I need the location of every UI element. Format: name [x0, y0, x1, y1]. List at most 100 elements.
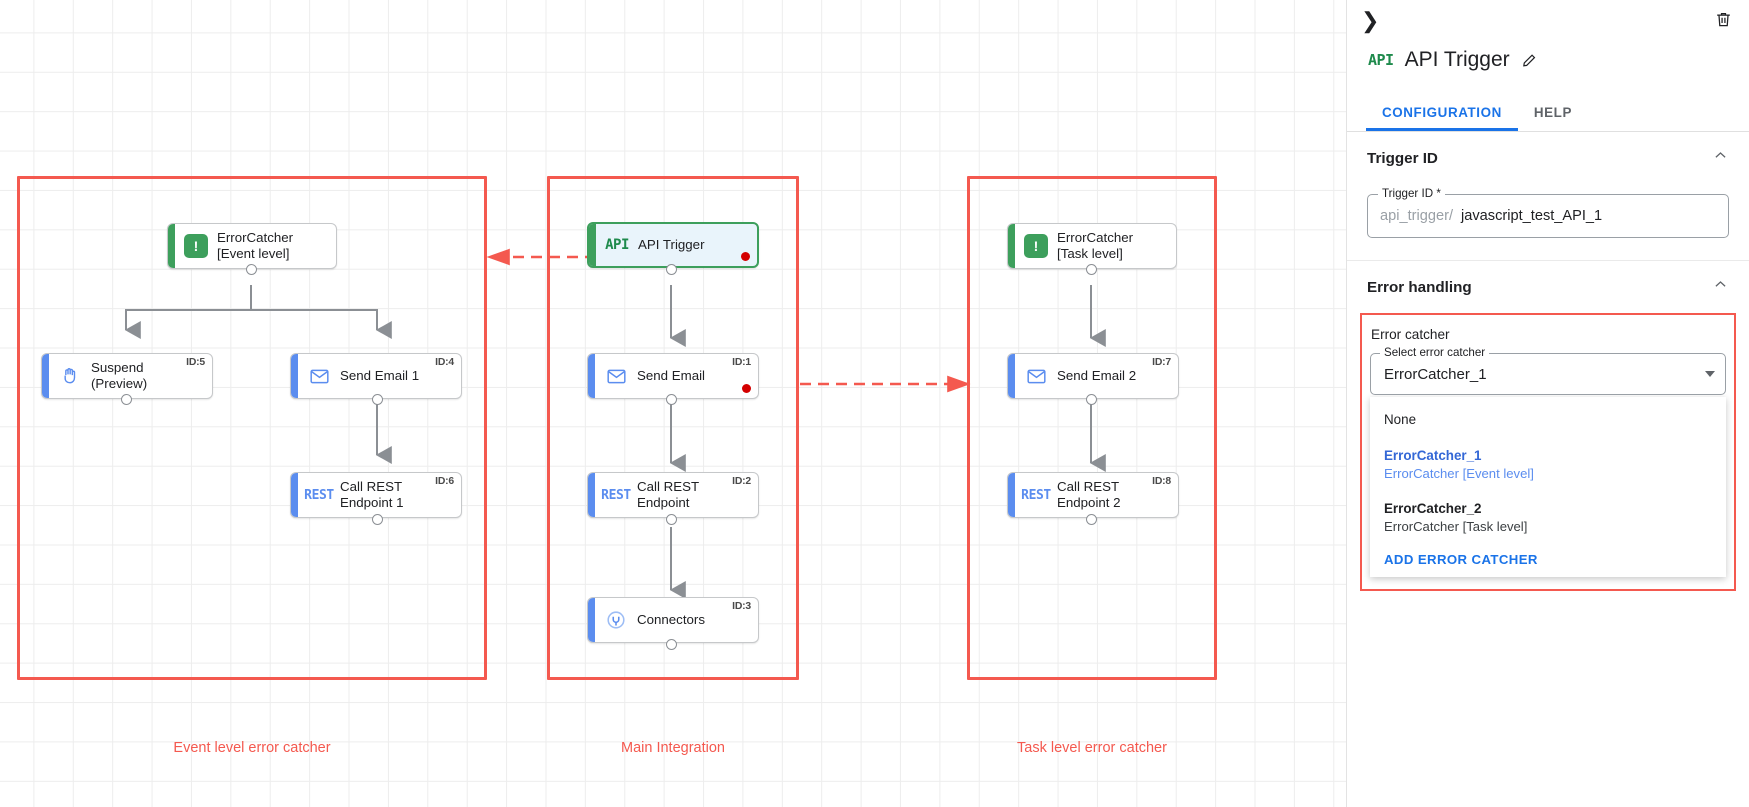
section-error-handling: Error handling Error catcher Select erro… [1347, 261, 1749, 591]
port-out-send-email[interactable] [666, 394, 677, 405]
envelope-icon [298, 354, 340, 398]
node-id-label: ID:5 [186, 357, 205, 368]
node-errorcatcher-task-level[interactable]: ! ErrorCatcher [Task level] [1007, 223, 1177, 269]
chevron-right-icon[interactable]: ❯ [1361, 8, 1380, 33]
chevron-down-icon[interactable] [1705, 371, 1715, 377]
add-error-catcher-button[interactable]: ADD ERROR CATCHER [1384, 551, 1538, 567]
trash-icon[interactable] [1714, 10, 1733, 34]
node-label: Call REST Endpoint 1 [340, 479, 404, 510]
menu-item-primary: ErrorCatcher_1 [1384, 448, 1482, 464]
rest-icon: REST [601, 487, 631, 503]
node-accent [1008, 224, 1015, 268]
trigger-id-prefix: api_trigger/ [1380, 208, 1454, 224]
node-id-label: ID:4 [435, 357, 454, 368]
error-catcher-highlight-box: Error catcher Select error catcher Error… [1360, 313, 1736, 591]
node-accent [291, 473, 298, 517]
port-out-call-rest-2[interactable] [1086, 514, 1097, 525]
rest-icon: REST [1021, 487, 1051, 503]
node-errorcatcher-event-level[interactable]: ! ErrorCatcher [Event level] [167, 223, 337, 269]
menu-item-none[interactable]: None [1370, 405, 1726, 441]
pencil-icon[interactable] [1521, 52, 1538, 69]
section-error-handling-header[interactable]: Error handling [1367, 261, 1729, 313]
port-out-errorcatcher-event[interactable] [246, 264, 257, 275]
port-out-send-email-1[interactable] [372, 394, 383, 405]
details-panel: ❯ API API Trigger CONFIGURATION HELP [1346, 0, 1749, 807]
chevron-up-icon[interactable] [1712, 147, 1729, 169]
tab-configuration[interactable]: CONFIGURATION [1366, 96, 1518, 131]
group-label-event-level: Event level error catcher [173, 740, 331, 756]
page-title: API Trigger [1404, 48, 1510, 71]
node-id-label: ID:2 [732, 476, 751, 487]
api-icon: API [1368, 51, 1394, 69]
node-label: ErrorCatcher [Task level] [1057, 230, 1134, 261]
port-out-connectors[interactable] [666, 639, 677, 650]
node-label: Send Email 2 [1057, 368, 1137, 384]
port-out-api-trigger[interactable] [666, 264, 677, 275]
tab-help[interactable]: HELP [1533, 105, 1572, 120]
menu-item-secondary: ErrorCatcher [Event level] [1384, 466, 1534, 482]
section-title: Trigger ID [1367, 149, 1438, 167]
group-box-event-level[interactable] [17, 176, 487, 680]
node-call-rest-endpoint-1[interactable]: REST Call REST Endpoint 1 ID:6 [290, 472, 462, 518]
connectors-icon [595, 598, 637, 642]
trigger-id-field-label: Trigger ID * [1378, 187, 1445, 200]
section-trigger-id-header[interactable]: Trigger ID [1367, 132, 1729, 184]
node-accent [42, 354, 49, 398]
node-label: Call REST Endpoint 2 [1057, 479, 1121, 510]
port-out-errorcatcher-task[interactable] [1086, 264, 1097, 275]
node-api-trigger[interactable]: API API Trigger [587, 222, 759, 268]
node-accent [588, 473, 595, 517]
group-box-task-level[interactable] [967, 176, 1217, 680]
error-catcher-caption: Error catcher [1371, 327, 1450, 342]
error-catcher-dropdown-menu: None ErrorCatcher_1 ErrorCatcher [Event … [1370, 397, 1726, 577]
select-error-catcher[interactable]: Select error catcher ErrorCatcher_1 [1370, 346, 1726, 395]
menu-item-errorcatcher-1[interactable]: ErrorCatcher_1 ErrorCatcher [Event level… [1370, 441, 1726, 494]
port-out-call-rest[interactable] [666, 514, 677, 525]
node-call-rest-endpoint[interactable]: REST Call REST Endpoint ID:2 [587, 472, 759, 518]
node-label: API Trigger [638, 237, 705, 253]
error-indicator-dot [742, 384, 751, 393]
menu-item-errorcatcher-2[interactable]: ErrorCatcher_2 ErrorCatcher [Task level] [1370, 494, 1726, 542]
node-suspend[interactable]: Suspend (Preview) ID:5 [41, 353, 213, 399]
rest-icon: REST [304, 487, 334, 503]
node-id-label: ID:7 [1152, 357, 1171, 368]
section-trigger-id: Trigger ID Trigger ID * api_trigger/ jav… [1347, 132, 1749, 261]
node-send-email-2[interactable]: Send Email 2 ID:7 [1007, 353, 1179, 399]
node-label: Connectors [637, 612, 705, 628]
node-connectors[interactable]: Connectors ID:3 [587, 597, 759, 643]
node-id-label: ID:3 [732, 601, 751, 612]
envelope-icon [595, 354, 637, 398]
node-accent [1008, 354, 1015, 398]
error-indicator-dot [741, 252, 750, 261]
node-call-rest-endpoint-2[interactable]: REST Call REST Endpoint 2 ID:8 [1007, 472, 1179, 518]
panel-title-row: API API Trigger [1347, 42, 1749, 78]
port-out-send-email-2[interactable] [1086, 394, 1097, 405]
error-catcher-icon: ! [175, 224, 217, 268]
panel-tabs: CONFIGURATION HELP [1347, 96, 1749, 132]
port-out-suspend[interactable] [121, 394, 132, 405]
select-error-catcher-value: ErrorCatcher_1 [1384, 365, 1487, 383]
section-title: Error handling [1367, 278, 1472, 296]
workflow-canvas[interactable]: Event level error catcher Main Integrati… [0, 0, 1346, 807]
node-send-email[interactable]: Send Email ID:1 [587, 353, 759, 399]
node-accent [589, 224, 596, 266]
envelope-icon [1015, 354, 1057, 398]
group-box-main-integration[interactable] [547, 176, 799, 680]
node-id-label: ID:1 [732, 357, 751, 368]
group-label-main-integration: Main Integration [621, 740, 725, 756]
trigger-id-value[interactable]: javascript_test_API_1 [1461, 208, 1603, 224]
port-out-call-rest-1[interactable] [372, 514, 383, 525]
group-label-task-level: Task level error catcher [1017, 740, 1167, 756]
chevron-up-icon[interactable] [1712, 276, 1729, 298]
error-catcher-icon: ! [1015, 224, 1057, 268]
node-label: Send Email 1 [340, 368, 420, 384]
node-label: Send Email [637, 368, 705, 384]
node-id-label: ID:8 [1152, 476, 1171, 487]
hand-icon [49, 354, 91, 398]
node-accent [588, 354, 595, 398]
trigger-id-field[interactable]: Trigger ID * api_trigger/ javascript_tes… [1367, 187, 1729, 238]
node-accent [168, 224, 175, 268]
node-send-email-1[interactable]: Send Email 1 ID:4 [290, 353, 462, 399]
node-label: Call REST Endpoint [637, 479, 700, 510]
